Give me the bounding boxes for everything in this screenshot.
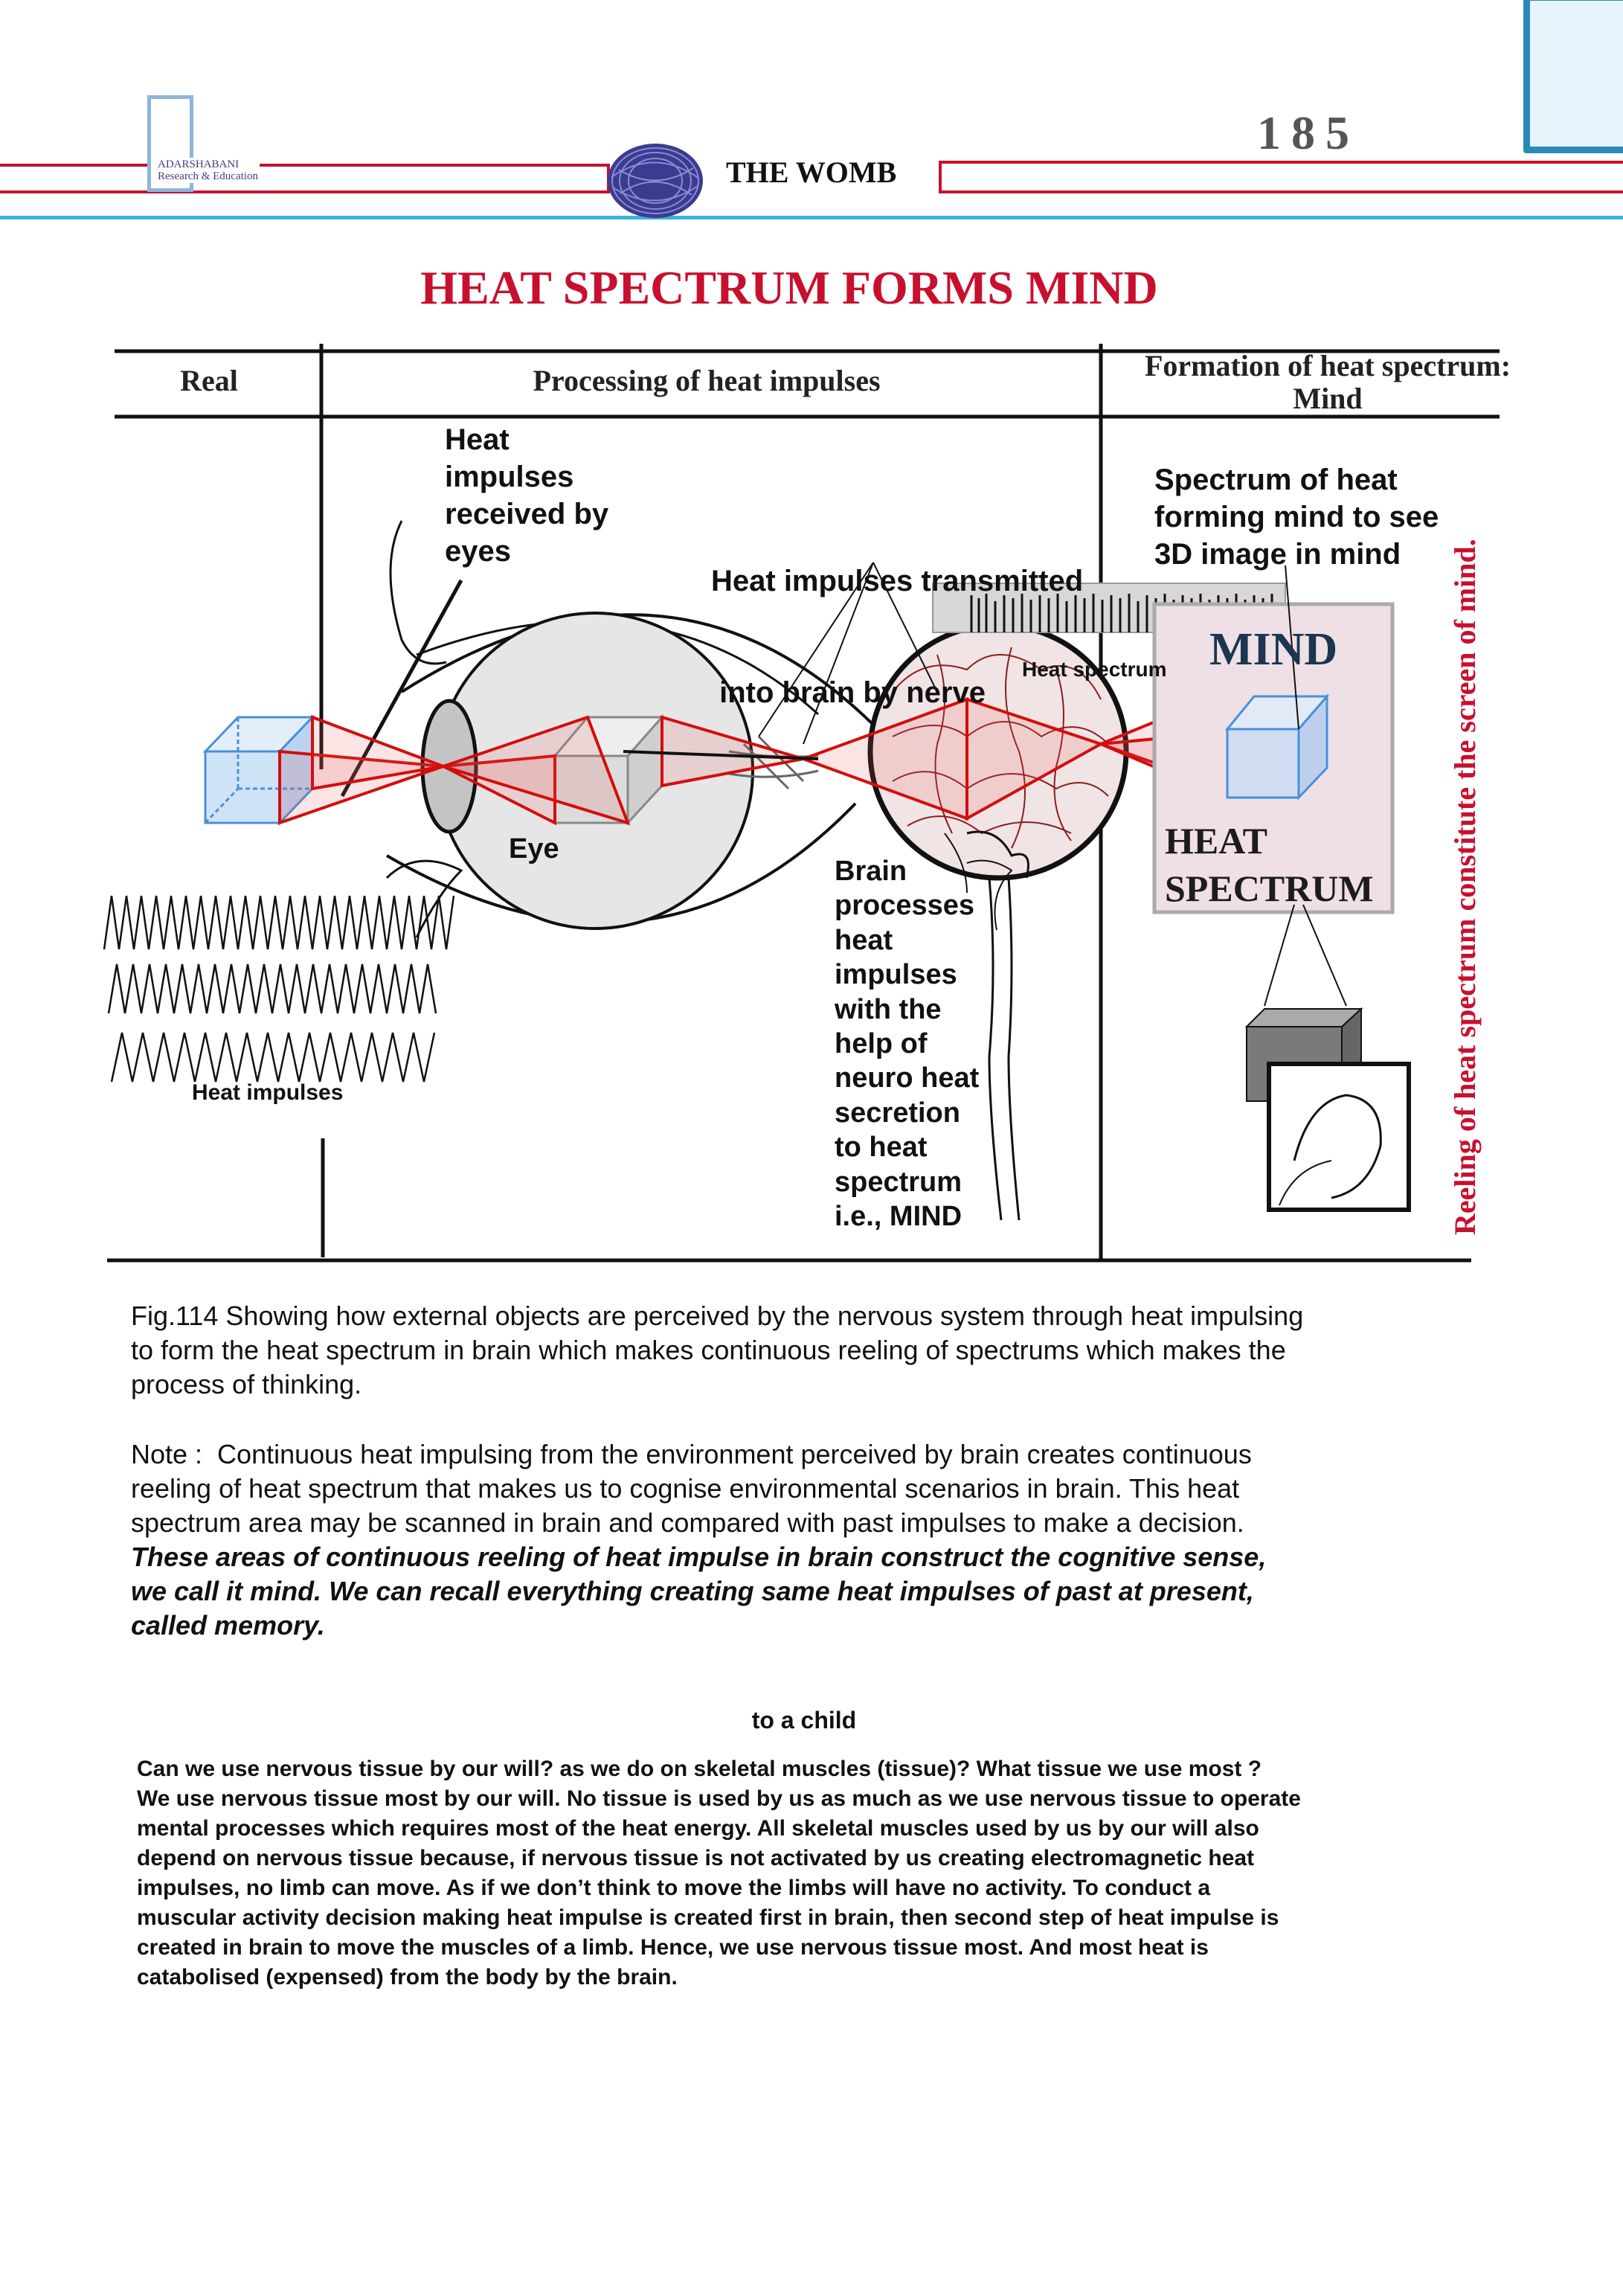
label-line: SPECTRUM	[1165, 868, 1374, 909]
mind-cube	[1224, 693, 1330, 801]
pointer-lines	[758, 562, 1347, 1007]
vertical-caption: Reeling of heat spectrum constitute the …	[1448, 539, 1482, 1235]
logo-line2: Research & Education	[158, 170, 258, 182]
label-line: Heat impulses transmitted	[711, 565, 1084, 597]
label-line: Spectrum of heat	[1154, 464, 1398, 496]
column-real: Real	[180, 364, 238, 397]
label-line: impulses	[835, 959, 957, 991]
label-spectrum-forming: Spectrum of heat forming mind to see 3D …	[1154, 461, 1439, 573]
label-line: secretion	[835, 1097, 960, 1129]
label-eye: Eye	[509, 833, 559, 865]
brainstem	[966, 830, 1029, 1221]
figure-caption: Fig.114 Showing how external objects are…	[131, 1299, 1544, 1402]
column-formation-line1: Formation of heat spectrum:	[1144, 349, 1511, 382]
column-processing: Processing of heat impulses	[533, 364, 881, 397]
caption-line: process of thinking.	[131, 1369, 362, 1399]
label-line: to heat	[835, 1132, 928, 1164]
label-line: HEAT	[1165, 820, 1267, 862]
object-cube	[202, 714, 315, 826]
label-heat-spectrum-big: HEAT SPECTRUM	[1165, 817, 1374, 912]
running-title: THE WOMB	[726, 155, 897, 189]
child-line: impulses, no limb can move. As if we don…	[137, 1876, 1211, 1900]
label-line: neuro heat	[835, 1062, 980, 1094]
child-line: Can we use nervous tissue by our will? a…	[137, 1757, 1262, 1781]
child-line: depend on nervous tissue because, if ner…	[137, 1846, 1255, 1870]
header-rule	[0, 216, 1623, 219]
child-line: muscular activity decision making heat i…	[137, 1905, 1279, 1930]
heat-impulse-waves	[103, 895, 455, 1083]
child-line: catabolised (expensed) from the body by …	[137, 1965, 678, 1989]
note-line: reeling of heat spectrum that makes us t…	[131, 1473, 1240, 1504]
child-line: mental processes which requires most of …	[137, 1816, 1259, 1841]
note-emphasis-line: we call it mind. We can recall everythin…	[131, 1576, 1254, 1606]
note-emphasis-line: These areas of continuous reeling of hea…	[131, 1542, 1267, 1572]
child-line: We use nervous tissue most by our will. …	[137, 1786, 1301, 1811]
corner-tab	[1523, 0, 1623, 153]
portrait-frame	[1267, 1062, 1411, 1212]
header-band-right	[939, 161, 1623, 193]
diagram-graphic	[103, 344, 1500, 1263]
label-line: Brain	[835, 856, 907, 887]
caption-line: to form the heat spectrum in brain which…	[131, 1335, 1286, 1365]
page-number: 185	[1257, 106, 1360, 159]
label-transmitted: Heat impulses transmitted into brain by …	[711, 488, 1083, 748]
column-formation-line2: Mind	[1293, 382, 1363, 415]
label-line: spectrum	[835, 1166, 962, 1198]
label-line: 3D image in mind	[1154, 538, 1401, 571]
note-emphasis-line: called memory.	[131, 1610, 325, 1641]
label-line: with the	[835, 993, 942, 1025]
column-formation: Formation of heat spectrum: Mind	[1116, 350, 1540, 415]
label-line: heat	[835, 924, 893, 956]
label-line: help of	[835, 1028, 928, 1060]
label-line: i.e., MIND	[835, 1201, 962, 1233]
note-line: spectrum area may be scanned in brain an…	[131, 1507, 1244, 1538]
note-paragraph: Note : Continuous heat impulsing from th…	[131, 1437, 1544, 1643]
child-line: created in brain to move the muscles of …	[137, 1935, 1209, 1960]
publisher-logo: ADARSHABANI Research & Education	[156, 158, 260, 183]
label-line: eyes	[445, 535, 511, 568]
womb-icon	[608, 144, 703, 218]
label-line: into brain by nerve	[711, 676, 986, 709]
label-line: impulses	[445, 461, 574, 493]
label-brain-processes: Brain processes heat impulses with the h…	[835, 854, 979, 1234]
child-heading: to a child	[751, 1707, 857, 1734]
label-heat-spectrum-small: Heat spectrum	[1022, 658, 1167, 681]
header-band-left	[0, 164, 610, 193]
label-line: processes	[835, 890, 975, 922]
caption-line: Fig.114 Showing how external objects are…	[131, 1301, 1304, 1331]
label-line: forming mind to see	[1154, 501, 1439, 533]
label-line: received by	[445, 498, 609, 530]
logo-line1: ADARSHABANI	[158, 158, 240, 170]
child-paragraph: Can we use nervous tissue by our will? a…	[137, 1754, 1595, 1992]
label-received-by-eyes: Heat impulses received by eyes	[445, 421, 608, 570]
label-heat-impulses: Heat impulses	[192, 1080, 344, 1105]
table-rules	[107, 344, 1500, 1263]
label-line: Heat	[445, 423, 510, 456]
note-line: Note : Continuous heat impulsing from th…	[131, 1439, 1252, 1469]
figure-title: HEAT SPECTRUM FORMS MIND	[420, 261, 1158, 314]
label-mind: MIND	[1209, 624, 1338, 675]
nerve-pointer	[623, 750, 819, 760]
